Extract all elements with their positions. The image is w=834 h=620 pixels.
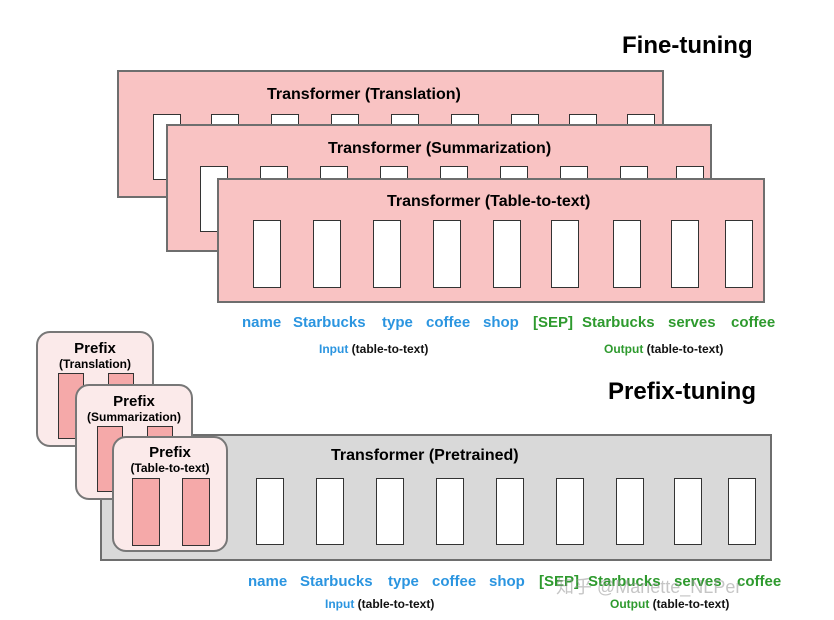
fine-tuning-output-token: [SEP] — [533, 314, 574, 331]
fine-tuning-output-token: coffee — [731, 314, 776, 331]
input-caption-key: Input — [319, 342, 349, 356]
prefix-tuning-input-token: Starbucks — [300, 573, 373, 590]
prefix-slot — [182, 478, 210, 546]
watermark: 知乎 @Mariette_NLPer — [556, 577, 742, 597]
token-slot — [373, 220, 401, 288]
prefix-translation-title: Prefix (Translation) — [38, 340, 152, 372]
token-slot — [316, 478, 344, 545]
token-slot — [616, 478, 644, 545]
fine-tuning-input-token: shop — [483, 314, 519, 331]
token-slot — [493, 220, 521, 288]
output-caption-rest: (table-to-text) — [646, 342, 724, 356]
prefix-task-label: (Translation) — [58, 357, 131, 371]
prefix-tuning-output-token: Starbucks — [588, 573, 661, 590]
prefix-tuning-output-token: [SEP] — [539, 573, 580, 590]
transformer-summarization-title: Transformer (Summarization) — [328, 140, 552, 157]
transformer-pretrained-title: Transformer (Pretrained) — [331, 447, 519, 464]
prefix-tuning-input-token: coffee — [432, 573, 477, 590]
token-slot — [671, 220, 699, 288]
token-slot — [253, 220, 281, 288]
fine-tuning-output-token: Starbucks — [582, 314, 655, 331]
token-slot — [725, 220, 753, 288]
prefix-tuning-heading: Prefix-tuning — [608, 378, 756, 405]
token-slot — [433, 220, 461, 288]
token-slot — [551, 220, 579, 288]
fine-tuning-output-token: serves — [668, 314, 716, 331]
fine-tuning-input-token: type — [382, 314, 413, 331]
prefix-task-label: (Summarization) — [86, 410, 181, 424]
input-caption-rest: (table-to-text) — [351, 342, 429, 356]
prefix-tuning-output-token: serves — [674, 573, 722, 590]
token-slot — [728, 478, 756, 545]
fine-tuning-input-token: coffee — [426, 314, 471, 331]
prefix-summarization-title: Prefix (Summarization) — [77, 393, 191, 425]
transformer-table-to-text-title: Transformer (Table-to-text) — [387, 193, 591, 210]
token-slot — [436, 478, 464, 545]
prefix-tuning-input-token: type — [388, 573, 419, 590]
transformer-table-to-text-panel: Transformer (Table-to-text) — [217, 178, 765, 303]
token-slot — [496, 478, 524, 545]
prefix-tuning-input-caption: Input (table-to-text) — [325, 597, 434, 611]
token-slot — [556, 478, 584, 545]
prefix-task-label: (Table-to-text) — [130, 461, 210, 475]
output-caption-key: Output — [610, 597, 650, 611]
prefix-label: Prefix — [74, 340, 116, 357]
fine-tuning-input-caption: Input (table-to-text) — [319, 342, 428, 356]
prefix-label: Prefix — [149, 444, 191, 461]
token-slot — [613, 220, 641, 288]
prefix-table-to-text-box: Prefix (Table-to-text) — [112, 436, 228, 552]
output-caption-key: Output — [604, 342, 644, 356]
prefix-tuning-input-token: shop — [489, 573, 525, 590]
prefix-tuning-output-token: coffee — [737, 573, 782, 590]
fine-tuning-output-caption: Output (table-to-text) — [604, 342, 723, 356]
prefix-table-to-text-title: Prefix (Table-to-text) — [114, 444, 226, 476]
fine-tuning-input-token: Starbucks — [293, 314, 366, 331]
fine-tuning-heading: Fine-tuning — [622, 32, 753, 59]
transformer-translation-title: Transformer (Translation) — [267, 86, 461, 103]
token-slot — [256, 478, 284, 545]
output-caption-rest: (table-to-text) — [652, 597, 730, 611]
token-slot — [674, 478, 702, 545]
input-caption-rest: (table-to-text) — [357, 597, 435, 611]
input-caption-key: Input — [325, 597, 355, 611]
token-slot — [376, 478, 404, 545]
prefix-tuning-input-token: name — [248, 573, 288, 590]
prefix-slot — [132, 478, 160, 546]
fine-tuning-input-token: name — [242, 314, 282, 331]
prefix-label: Prefix — [113, 393, 155, 410]
token-slot — [313, 220, 341, 288]
prefix-tuning-output-caption: Output (table-to-text) — [610, 597, 729, 611]
